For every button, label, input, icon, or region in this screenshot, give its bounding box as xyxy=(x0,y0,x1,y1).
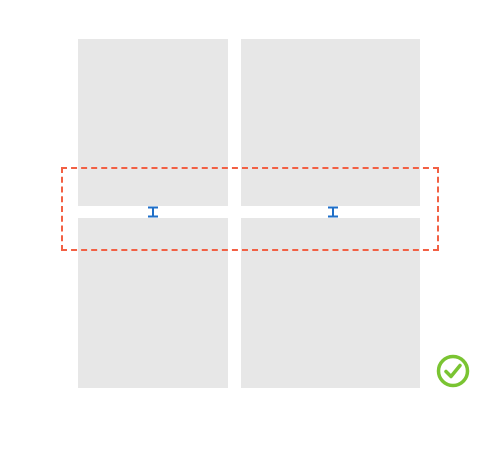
panel-top-right[interactable] xyxy=(241,39,420,206)
check-circle-icon xyxy=(436,354,470,388)
resize-vertical-icon[interactable] xyxy=(327,206,339,218)
panel-bottom-left[interactable] xyxy=(78,218,228,388)
panel-bottom-right[interactable] xyxy=(241,218,420,388)
resize-vertical-icon[interactable] xyxy=(147,206,159,218)
row-gap-selection-box xyxy=(61,167,439,251)
panel-top-left[interactable] xyxy=(78,39,228,206)
